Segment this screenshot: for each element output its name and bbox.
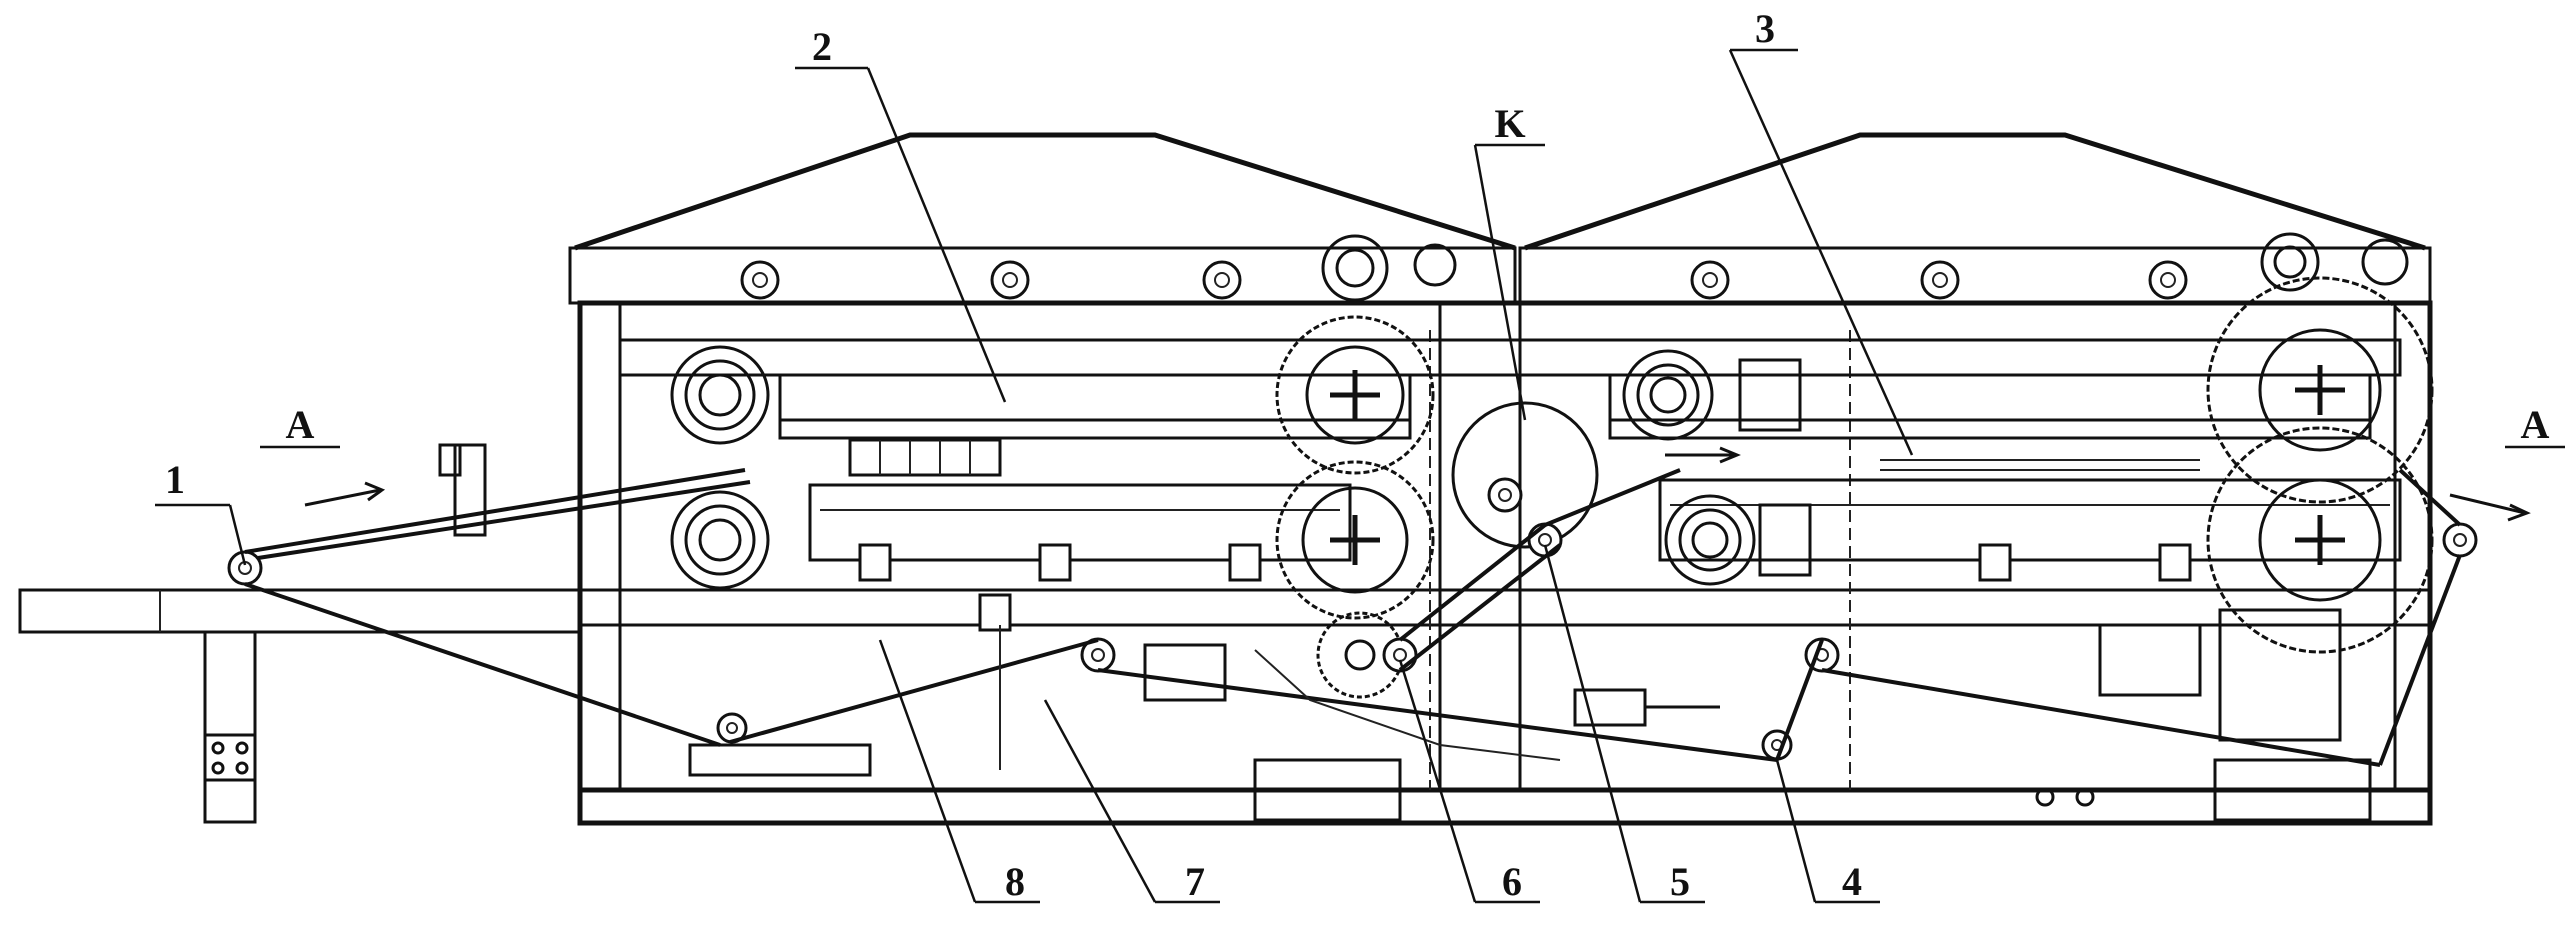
roof-hood-left [568,132,1517,305]
callout-7: 7 [1185,859,1205,904]
bearing-blocks-top [740,232,2409,302]
idler-rollers [227,477,2478,761]
callout-8: 8 [1005,859,1025,904]
flow-arrows [304,446,2531,522]
leader-lines [155,48,2565,904]
callout-6: 6 [1502,859,1522,904]
lower-components [688,608,2372,822]
callout-K: K [1494,101,1525,146]
callout-4: 4 [1842,859,1862,904]
callout-A-right: A [2521,402,2550,447]
callout-5: 5 [1670,859,1690,904]
gear-center-marks [1330,365,2345,565]
upper-belt-frame [618,338,2402,477]
callout-labels: 1 2 3 4 5 6 7 8 K A A [165,6,2550,904]
infeed-table [18,443,582,824]
callout-1: 1 [165,457,185,502]
callout-3: 3 [1755,6,1775,51]
lower-belt-frame [808,478,2402,632]
drums [670,345,1812,590]
callout-2: 2 [812,24,832,69]
belts [244,468,2462,767]
callout-A-left: A [286,402,315,447]
